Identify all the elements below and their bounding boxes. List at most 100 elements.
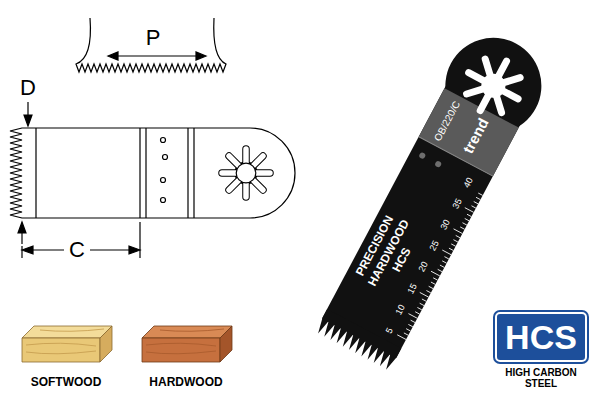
scale-tick [465,218,469,220]
scale-tick [415,312,419,314]
scale-tick [422,299,426,301]
logo-text: HCS [505,320,577,354]
scale-tick [431,271,440,276]
blade-line [193,128,194,218]
dimension-letter: P [146,26,161,50]
scale-tick [431,282,435,284]
rivet [163,155,168,160]
cutout-slot [229,179,240,190]
cutout-slot [252,156,263,167]
scale-tick [449,248,453,250]
blade-teeth [315,309,401,371]
wood-label: HARDWOOD [149,376,222,389]
scale-tick [442,261,446,263]
wood-front [142,338,220,362]
blade-line [35,128,36,218]
scale-tick [411,320,415,322]
scale-tick [417,307,421,309]
dimension-line [21,232,22,244]
scale-tick [474,202,478,204]
wood-end [220,326,232,362]
scale-tick [454,229,463,234]
hardwood-sample [142,326,232,362]
scale-tick [433,278,437,280]
cutout-slot [242,182,250,197]
wood-front [22,338,100,362]
dimension-line [90,249,132,250]
cutout-slot [252,179,263,190]
blade-line [139,128,140,218]
scale-tick [429,286,433,288]
cutout-slot [252,156,263,167]
scale-tick [404,333,408,335]
arrowhead [108,52,118,60]
dimension-letter: D [20,76,36,100]
scale-tick [426,291,430,293]
scale-tick [408,314,417,319]
cutout-slot [229,156,240,167]
cutout-hub [236,163,256,183]
wood-top [142,326,232,338]
scale-tick [420,303,424,305]
pitch-dimension-line [110,55,204,56]
scale-tick [471,206,475,208]
blade-line [145,128,146,218]
blade-line [187,128,188,218]
arrowhead [196,52,206,60]
cutout-slot [252,179,263,190]
rivet [418,152,426,160]
extension-line [21,246,22,258]
scale-tick [440,265,444,267]
scale-tick [478,193,482,195]
tooth-outline [76,18,226,72]
cutout-slot [222,170,237,176]
rivet [161,178,166,183]
scale-tick [442,250,451,255]
rivet [161,138,166,143]
wood-grain [26,329,104,354]
cutout-slot [222,169,237,177]
scale-tick [462,223,466,225]
scale-tick [476,197,480,199]
wood-grain [146,329,224,354]
wood-top [22,326,112,338]
rivet [434,160,442,168]
blade-band [419,88,519,176]
tooth-profile [76,18,226,72]
arrowhead [18,222,26,233]
cutout-slot [242,149,250,164]
scale-ticks [397,191,482,340]
arrowhead [22,246,33,254]
arrowhead [24,115,32,126]
scale-tick [451,244,455,246]
scale-tick [444,257,448,259]
scale-tick [465,208,474,213]
mount-cutout [222,149,270,197]
blade-outline [10,128,295,218]
wood-end [100,326,112,362]
cutout-slot [229,179,240,190]
scale-tick [406,329,410,331]
dimension-line [30,249,64,250]
cutout-slot [243,149,249,164]
cutout-slot [255,169,270,177]
dimension-line [27,102,28,116]
material-label: HIGH CARBON STEEL [495,367,587,389]
softwood-sample [22,326,112,362]
scale-tick [438,269,442,271]
cutout-slot [229,156,240,167]
scale-tick [420,292,429,297]
scale-tick [460,227,464,229]
rivet [161,198,166,203]
dimension-letter: C [69,238,85,262]
cutout-slot [243,182,249,197]
scale-tick [467,214,471,216]
scale-tick [397,335,406,340]
extension-line [139,222,140,258]
mount-cutout [456,48,532,124]
scale-tick [456,235,460,237]
cutout-slot [255,170,270,176]
wood-label: SOFTWOOD [31,376,102,389]
logo-badge: HCS [495,312,587,362]
